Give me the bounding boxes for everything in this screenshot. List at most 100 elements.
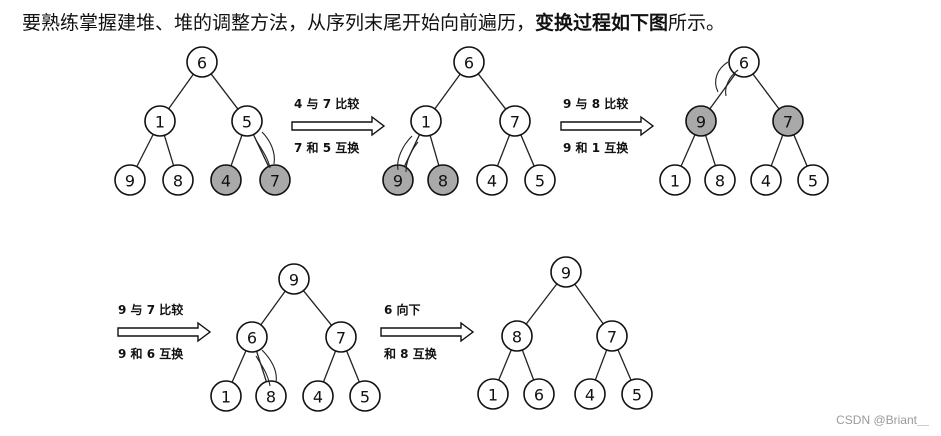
- tree-node: 9: [114, 164, 146, 196]
- tree-node: 1: [144, 105, 176, 137]
- tree-node-label: 4: [221, 172, 231, 191]
- tree-node-label: 5: [242, 113, 252, 132]
- tree-node-label: 6: [464, 54, 474, 73]
- tree-node-label: 6: [247, 329, 257, 348]
- tree-edge: [255, 351, 268, 382]
- swap-mark-icon: [405, 141, 419, 173]
- tree-node-circle: [523, 378, 555, 410]
- tree-node-circle: [524, 164, 556, 196]
- tree-node-label: 6: [197, 54, 207, 73]
- arrows-layer: 4 与 7 比较7 和 5 互换9 与 8 比较9 和 1 互换9 与 7 比较…: [117, 96, 655, 361]
- tree-node-label: 4: [585, 386, 595, 405]
- tree-node: 6: [236, 321, 268, 353]
- step-label-line-2: 9 和 1 互换: [563, 140, 629, 155]
- tree-node-circle: [550, 256, 582, 288]
- step-label-line-1: 4 与 7 比较: [294, 96, 359, 111]
- tree-edge: [210, 73, 239, 110]
- tree-node: 4: [574, 378, 606, 410]
- tree-node-circle: [302, 380, 334, 412]
- tree-node-label: 7: [270, 172, 280, 191]
- tree-node-label: 1: [488, 386, 498, 405]
- tree-node-label: 8: [715, 172, 725, 191]
- step-2: 9 与 8 比较 9 和 1 互换: [560, 96, 655, 155]
- tree-node-circle: [621, 378, 653, 410]
- tree-node: 7: [596, 320, 628, 352]
- tree-node-circle: [750, 164, 782, 196]
- tree-edge: [709, 73, 736, 110]
- tree-node-label: 5: [360, 388, 370, 407]
- tree-node-circle: [410, 105, 442, 137]
- tree-edge: [136, 134, 154, 167]
- tree-edge: [346, 350, 360, 383]
- tree-node-circle: [162, 164, 194, 196]
- tree-node-circle: [596, 320, 628, 352]
- swap-mark-icon: [397, 135, 413, 171]
- tree-node: 8: [704, 164, 736, 196]
- tree-edge: [260, 290, 286, 326]
- tree-node-label: 1: [421, 113, 431, 132]
- tree-node-label: 4: [313, 388, 323, 407]
- tree-node-label: 6: [534, 386, 544, 405]
- step-label-line-2: 和 8 互换: [383, 346, 438, 361]
- tree-edge: [302, 290, 333, 326]
- tree-node-label: 6: [739, 54, 749, 73]
- caption-part-bold: 变换过程如下图: [535, 12, 669, 34]
- tree-node-shaded-circle: [259, 164, 291, 196]
- tree-node-circle: [453, 46, 485, 78]
- tree-node-shaded-circle: [685, 105, 717, 137]
- tree-node-shaded-circle: [772, 105, 804, 137]
- tree-node-circle: [231, 105, 263, 137]
- tree-node-circle: [186, 46, 218, 78]
- tree-node-label: 7: [783, 113, 793, 132]
- tree-node-shaded-circle: [427, 164, 459, 196]
- tree-edge: [574, 283, 604, 325]
- tree-edge: [521, 349, 535, 381]
- tree-edge: [680, 134, 696, 167]
- tree-node-label: 9: [393, 172, 403, 191]
- tree-node: 7: [772, 105, 804, 137]
- tree-node: 9: [382, 164, 414, 196]
- step-label-line-2: 7 和 5 互换: [294, 140, 360, 155]
- tree-edge: [168, 73, 194, 110]
- tree-node: 9: [278, 263, 310, 295]
- tree-edge: [252, 134, 270, 167]
- tree-node-circle: [659, 164, 691, 196]
- tree-edge: [434, 73, 461, 110]
- step-4: 6 向下和 8 互换: [380, 302, 475, 361]
- tree-node-label: 5: [632, 386, 642, 405]
- tree-node-circle: [501, 320, 533, 352]
- tree-node: 6: [523, 378, 555, 410]
- tree-node: 8: [427, 164, 459, 196]
- tree-node-label: 7: [510, 113, 520, 132]
- tree-node-label: 1: [670, 172, 680, 191]
- right-arrow-icon: [291, 115, 386, 137]
- tree-node-label: 8: [266, 388, 276, 407]
- tree-node-label: 8: [438, 172, 448, 191]
- tree-node-circle: [236, 321, 268, 353]
- tree-node: 1: [210, 380, 242, 412]
- tree-edge: [617, 349, 632, 381]
- tree-node: 6: [186, 46, 218, 78]
- right-arrow-icon: [380, 321, 475, 343]
- step-label-line-1: 9 与 8 比较: [563, 96, 628, 111]
- tree-node-shaded-circle: [210, 164, 242, 196]
- tree-node-circle: [704, 164, 736, 196]
- caption-part-1: 要熟练掌握建堆、堆的调整方法，从序列末尾开始向前遍历，: [22, 12, 536, 34]
- tree-edge: [429, 135, 440, 166]
- tree-node-label: 4: [761, 172, 771, 191]
- swap-mark-icon: [715, 61, 729, 93]
- tree-edge: [230, 134, 243, 167]
- tree-node-circle: [210, 380, 242, 412]
- tree-node: 5: [797, 164, 829, 196]
- tree-edge: [496, 134, 511, 167]
- tree-node-label: 5: [808, 172, 818, 191]
- tree-edge: [525, 283, 558, 325]
- swap-mark-icon: [255, 355, 271, 387]
- tree-node: 8: [501, 320, 533, 352]
- tree-edge: [477, 73, 507, 110]
